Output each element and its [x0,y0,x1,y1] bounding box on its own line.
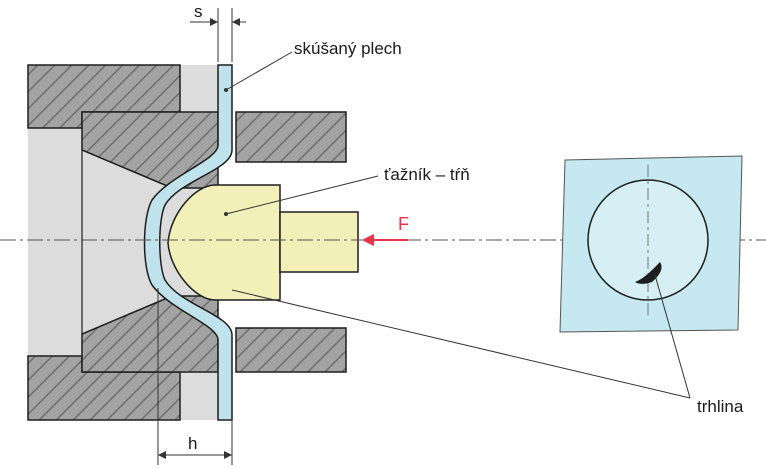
leader-sheet [225,51,293,91]
lower-die [81,295,219,373]
dim-h-arrowhead-right [224,451,232,459]
dim-s-arrowhead-right [232,18,240,26]
leader-crack-sheet [231,289,691,399]
lower-clamp [235,327,347,373]
label-h: h [188,434,197,453]
label-s: s [194,2,203,21]
leader-punch [225,175,379,215]
crack-mark [635,262,662,284]
label-crack: trhlina [697,397,744,416]
punch-body [167,184,281,301]
label-punch: ťažník – tŕň [384,165,470,184]
leader-punch-dot [224,212,228,216]
leader-crack-specimen [654,274,691,399]
label-force: F [398,214,409,234]
dim-s-arrowhead-left [210,18,218,26]
upper-clamp [235,111,347,163]
dim-h-arrowhead-left [158,451,166,459]
force-arrowhead [362,234,374,246]
punch-shaft [279,211,359,273]
upper-die [81,111,219,189]
label-sheet: skúšaný plech [294,39,402,58]
leader-sheet-dot [224,88,228,92]
tested-sheet [143,64,233,421]
